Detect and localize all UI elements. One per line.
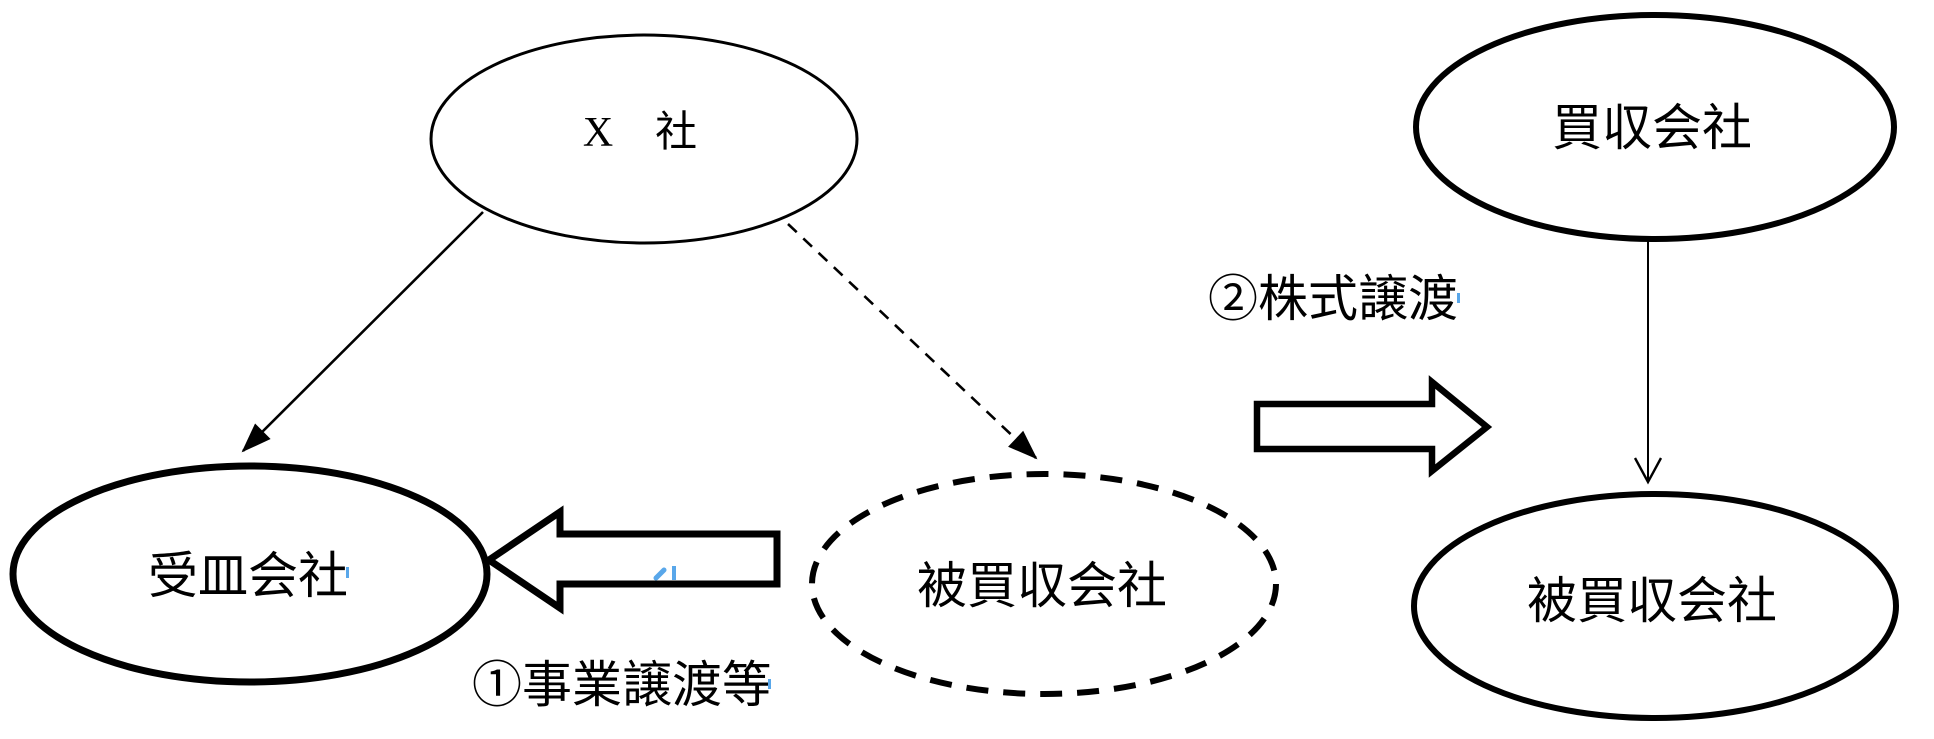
vessel-company-label: 受皿会社 xyxy=(148,548,348,604)
acquiring-company-label: 買収会社 xyxy=(1552,100,1752,156)
share-transfer-label: ②株式譲渡 xyxy=(1208,271,1458,327)
cursor-artifact-wedge xyxy=(653,567,667,581)
blue-tick-step2 xyxy=(1457,293,1460,303)
target-company-after-label: 被買収会社 xyxy=(1527,573,1777,629)
x-company-label: X 社 xyxy=(583,110,697,156)
vessel-company-ellipse xyxy=(9,462,491,686)
acquiring-company-ellipse xyxy=(1413,12,1897,242)
x-to-target-dashed-arrow xyxy=(787,223,1038,460)
blue-tick-vessel xyxy=(346,567,349,578)
x-company-ellipse xyxy=(429,33,859,245)
x-to-vessel-arrow xyxy=(241,211,484,453)
business-transfer-block-arrow xyxy=(482,505,781,615)
cursor-artifact-bar xyxy=(672,566,676,580)
blue-tick-step1 xyxy=(768,679,771,689)
business-transfer-label: ①事業譲渡等 xyxy=(472,657,772,713)
share-transfer-block-arrow xyxy=(1253,375,1493,478)
target-company-dashed-ellipse xyxy=(809,471,1279,697)
target-company-before-label: 被買収会社 xyxy=(917,558,1167,614)
target-company-ellipse xyxy=(1411,491,1899,721)
